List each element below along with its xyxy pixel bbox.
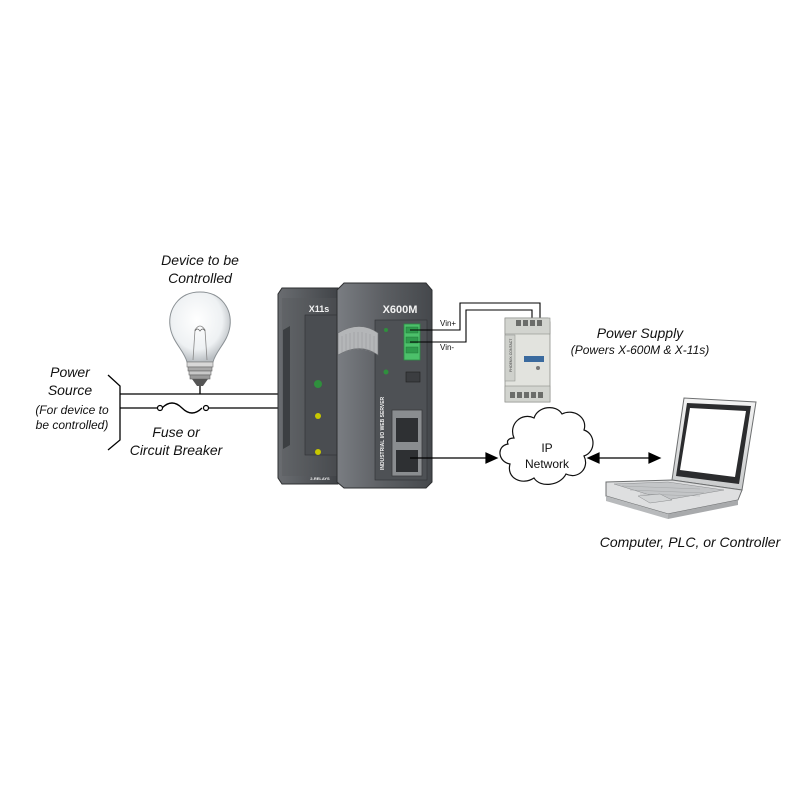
power-source-line2: Source	[47, 381, 93, 398]
power-source-line1: Power	[50, 364, 90, 380]
device-title: Device to be Controlled	[140, 252, 260, 287]
network-cloud-icon	[499, 407, 594, 485]
device-title-line2: Controlled	[168, 269, 232, 286]
power-supply-unit	[504, 317, 551, 403]
laptop-link	[586, 452, 662, 464]
x11s-side-text: 2-RELAYS	[310, 476, 330, 481]
network-link	[410, 452, 499, 464]
x600m-logo: X600M	[383, 304, 418, 316]
power-supply-line1: Power Supply	[596, 325, 684, 341]
fuse-line2: Circuit Breaker	[129, 441, 223, 458]
vin-minus-label: Vin-	[440, 343, 454, 352]
power-source-note: (For device to be controlled)	[24, 403, 120, 433]
power-source-bracket	[107, 374, 121, 451]
power-supply-title: Power Supply (Powers X-600M & X-11s)	[560, 325, 720, 358]
vin-wires	[410, 302, 541, 343]
fuse-title: Fuse or Circuit Breaker	[114, 424, 238, 459]
light-bulb-icon	[169, 291, 231, 386]
x11s-logo: X11s	[309, 304, 330, 314]
x600m-module	[336, 282, 433, 489]
power-supply-line2: (Powers X-600M & X-11s)	[570, 342, 710, 357]
fuse-icon	[156, 404, 210, 412]
device-title-line1: Device to be	[161, 252, 239, 268]
x600m-side-text: INDUSTRIAL I/O WEB SERVER	[380, 396, 386, 470]
vin-plus-label: Vin+	[440, 319, 456, 328]
power-source-title: Power Source	[30, 364, 110, 399]
computer-label: Computer, PLC, or Controller	[599, 534, 781, 550]
power-source-note-line2: be controlled)	[35, 418, 109, 432]
power-source-note-line1: (For device to	[35, 403, 109, 417]
laptop-icon	[605, 397, 757, 519]
fuse-line1: Fuse or	[152, 424, 200, 440]
psu-brand: PHOENIX CONTACT	[509, 338, 513, 372]
network-label-line1: IP	[541, 441, 552, 455]
network-label-line2: Network	[525, 457, 570, 471]
